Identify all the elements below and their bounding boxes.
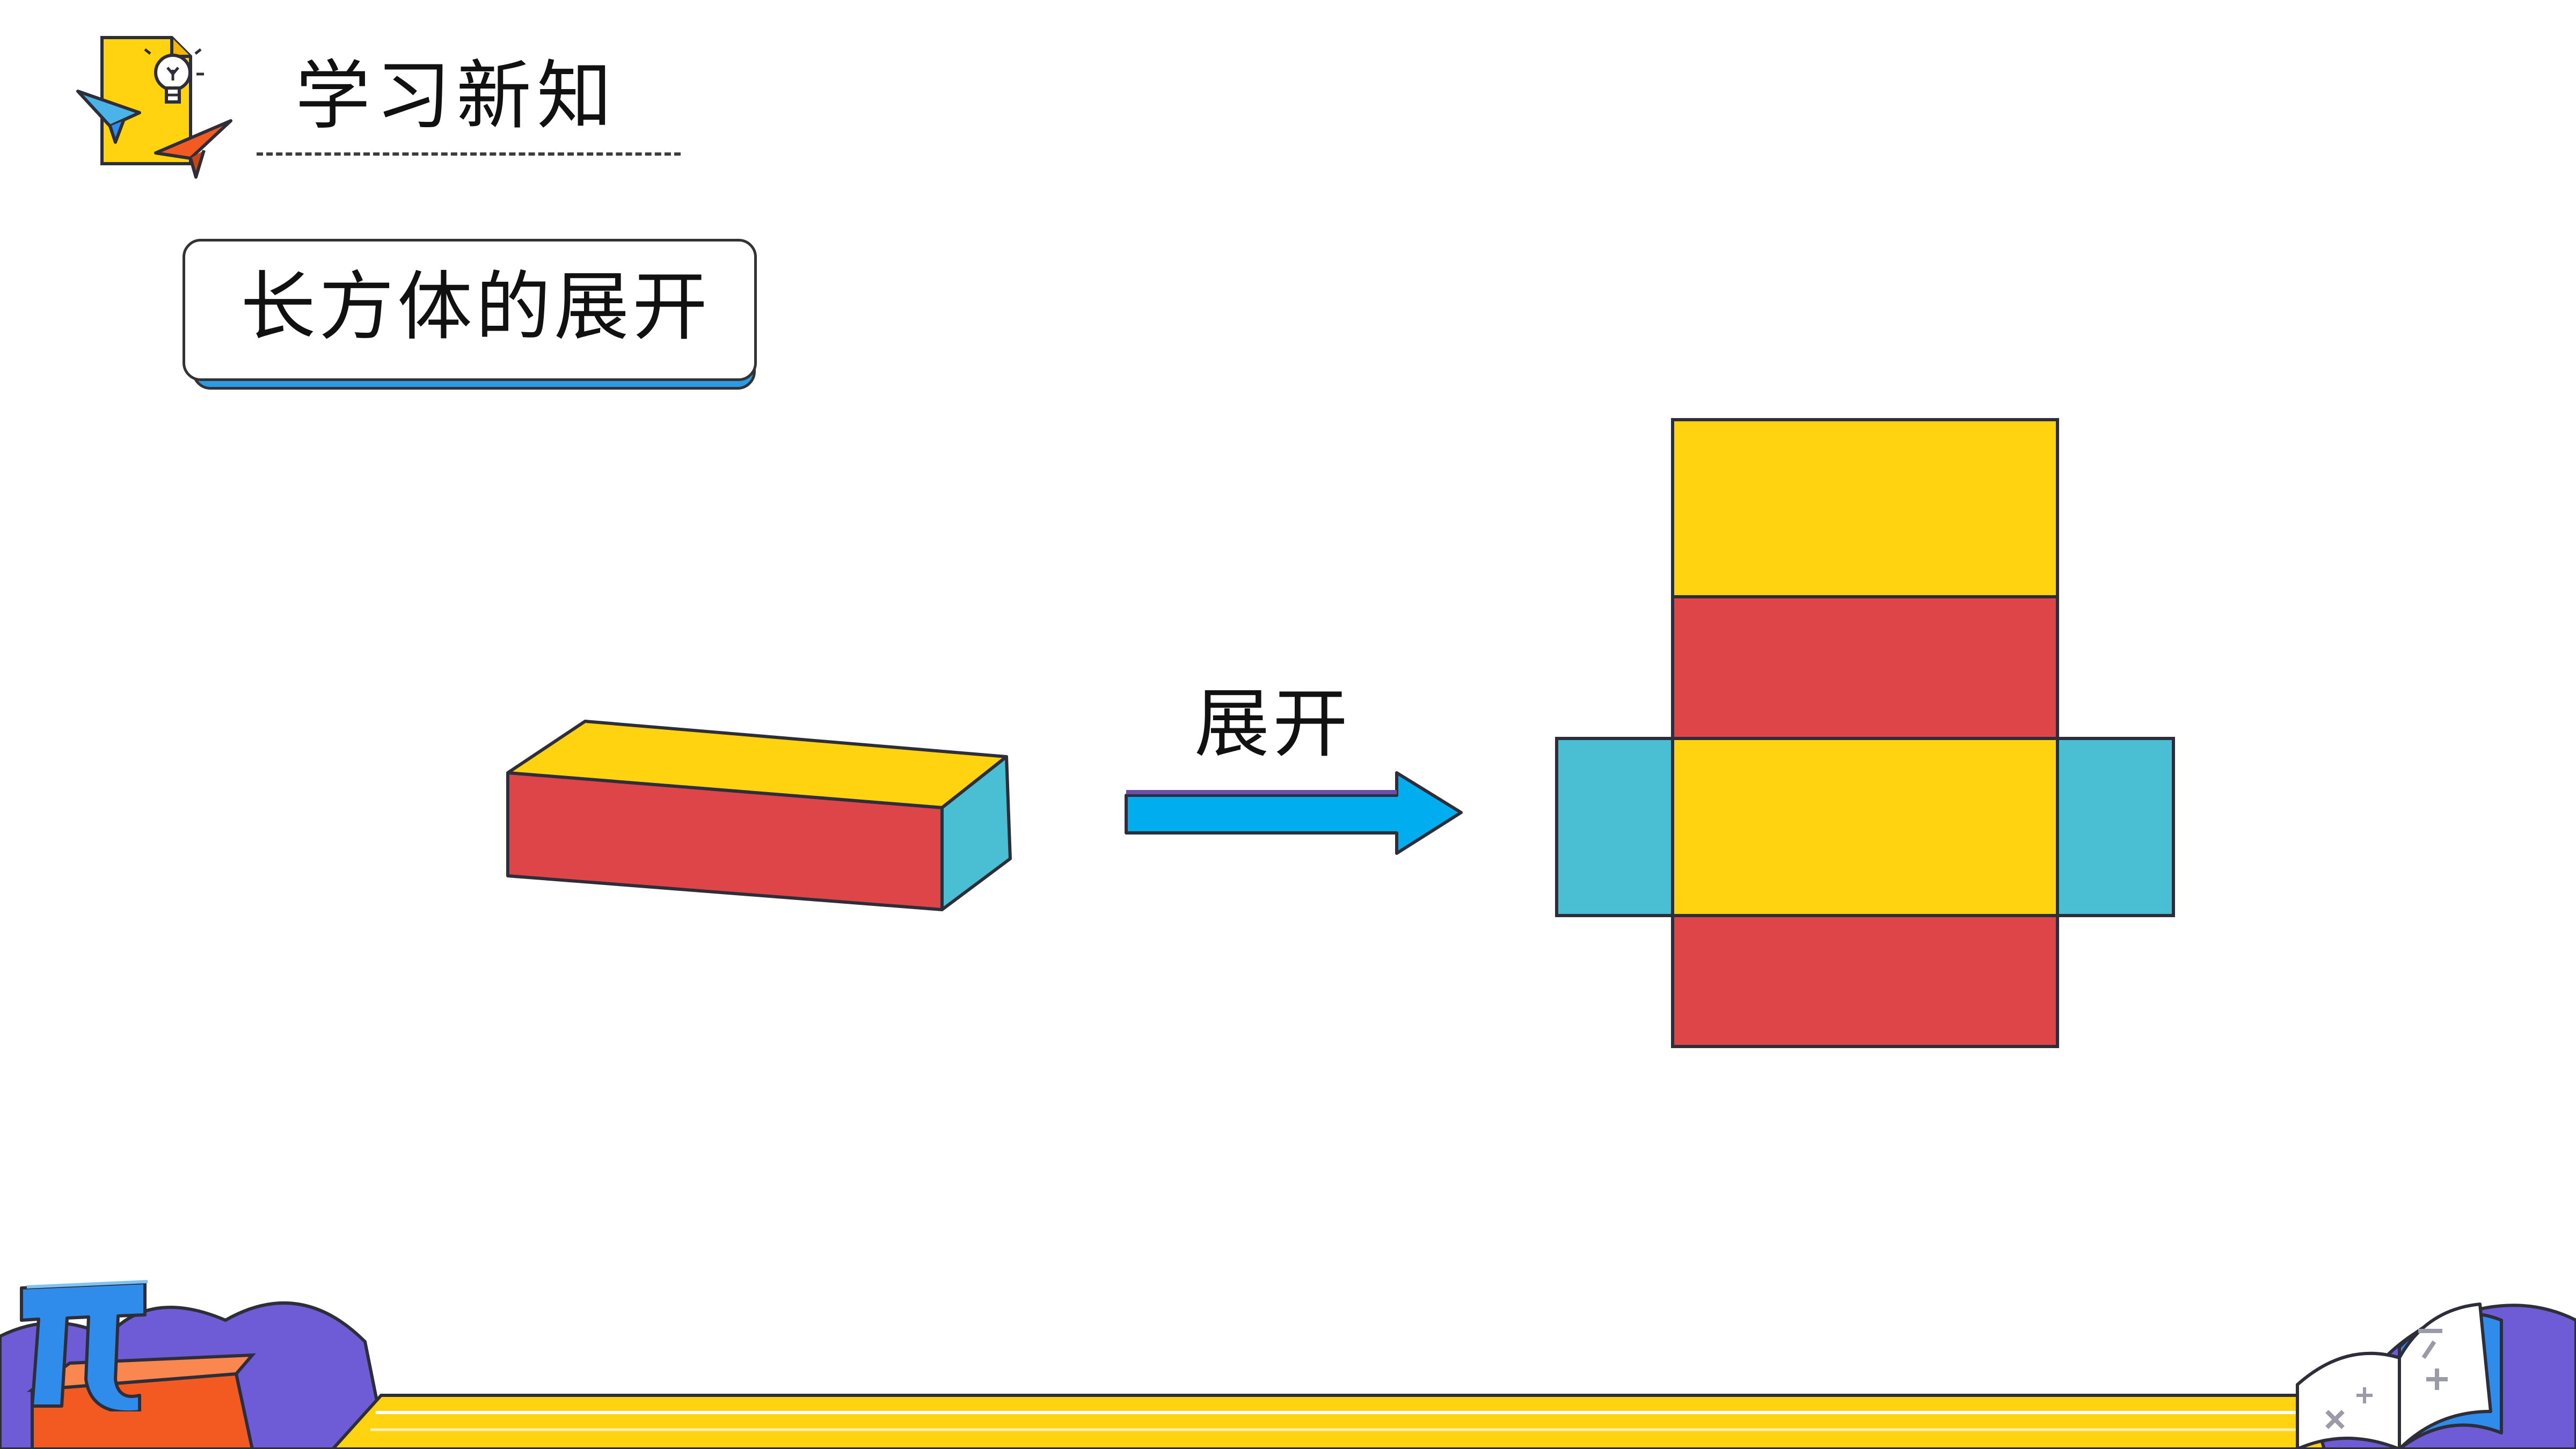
section-tag-box xyxy=(183,239,757,381)
page-title: 学习新知 xyxy=(295,53,618,140)
cuboid-side-face xyxy=(940,755,1012,911)
net-right-cyan xyxy=(2056,737,2175,917)
cuboid-3d xyxy=(499,708,1015,923)
net-left-cyan xyxy=(1555,737,1674,917)
section-tag-label: 长方体的展开 xyxy=(240,264,711,351)
cuboid-net xyxy=(1551,413,2179,1052)
right-arrow-icon xyxy=(1122,762,1465,859)
section-tag: 长方体的展开 xyxy=(183,239,759,394)
net-center-yellow xyxy=(1671,737,2059,917)
net-lower-red xyxy=(1671,914,2059,1048)
footer-decoration xyxy=(0,1256,2576,1449)
arrow-label: 展开 xyxy=(1194,680,1352,768)
title-underline xyxy=(257,152,681,156)
open-book-icon xyxy=(2287,1277,2512,1449)
net-upper-red xyxy=(1671,595,2059,740)
pi-symbol-icon xyxy=(11,1272,156,1411)
lightbulb-paper-planes-icon xyxy=(75,32,236,182)
net-top-yellow xyxy=(1671,418,2059,598)
